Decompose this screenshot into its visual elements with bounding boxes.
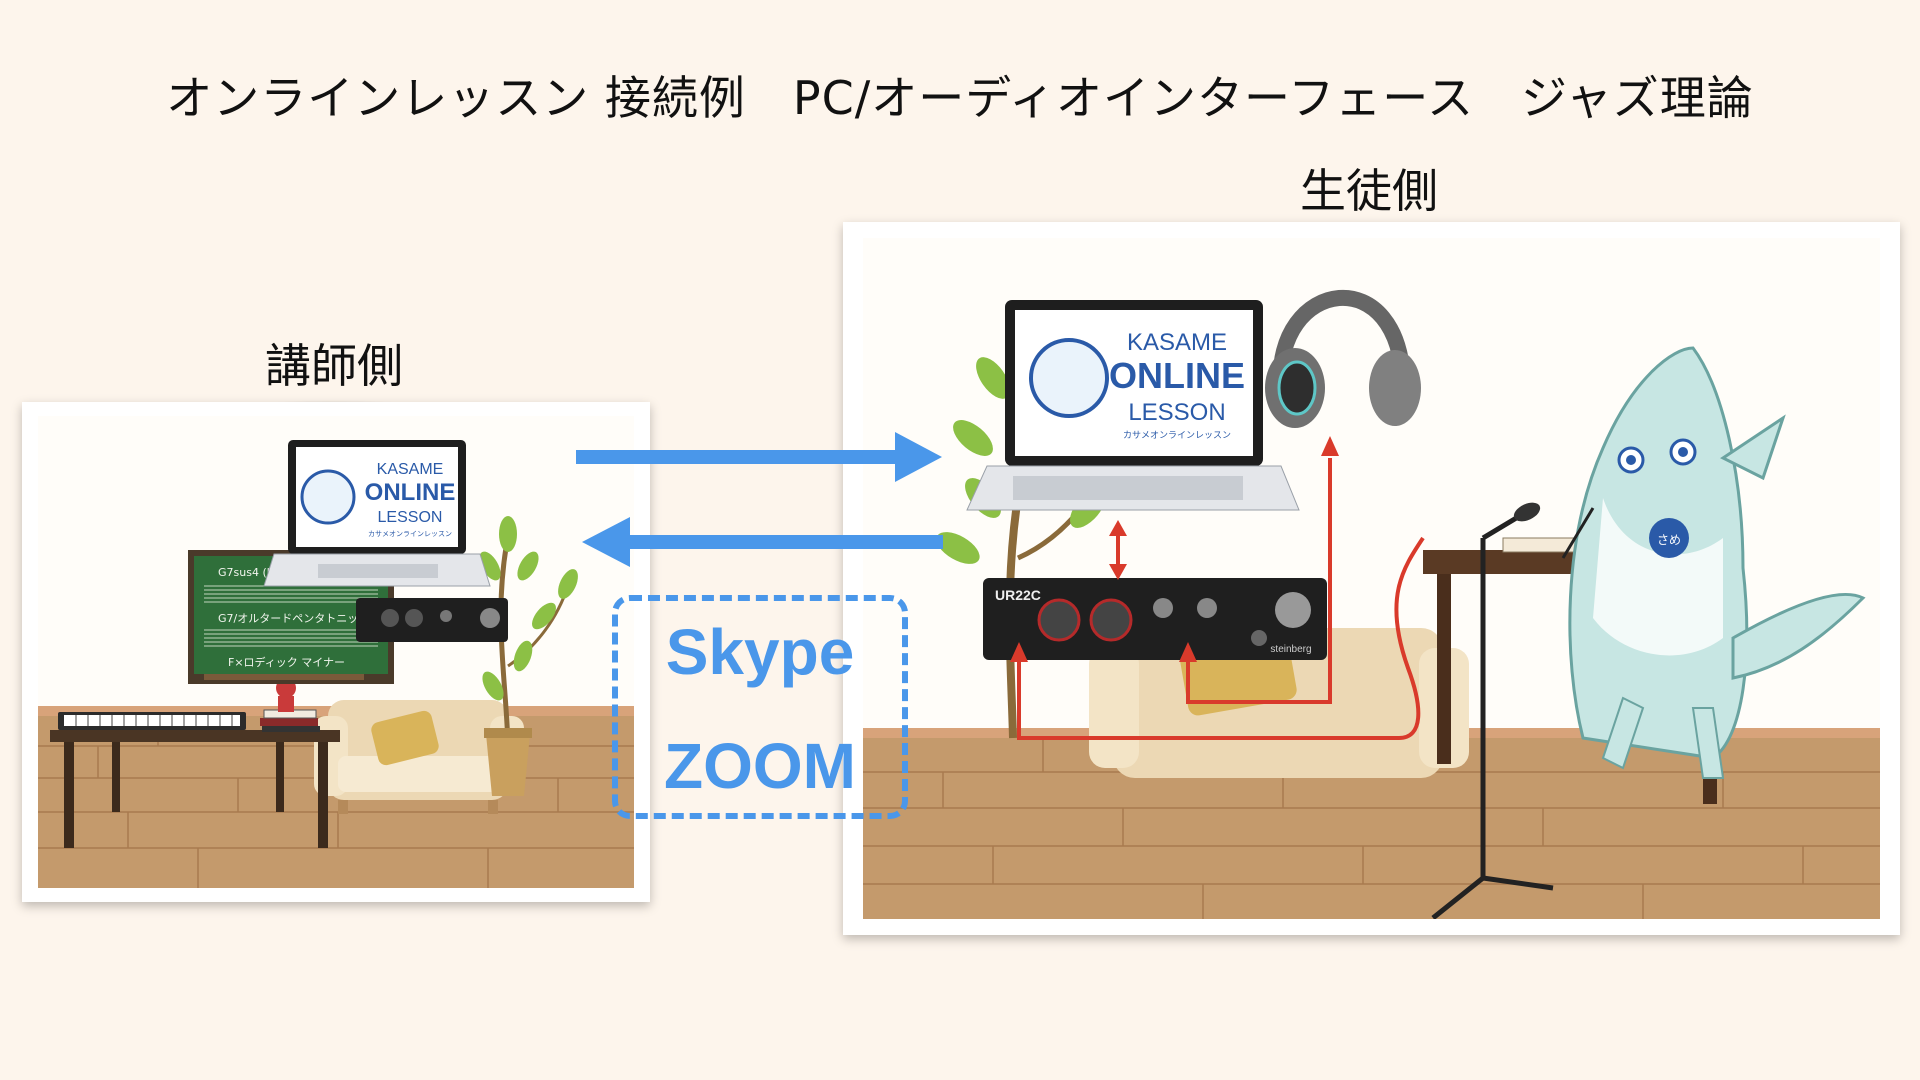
arrow-to-teacher: [582, 517, 943, 567]
teacher-laptop: KASAME ONLINE LESSON カサメオンラインレッスン: [263, 440, 491, 587]
interface-maker: steinberg: [1270, 644, 1311, 655]
teacher-table: [50, 730, 340, 848]
student-logo-line2: ONLINE: [1109, 355, 1245, 396]
service-box: Skype ZOOM: [612, 595, 908, 819]
teacher-logo-line1: KASAME: [377, 461, 444, 478]
zoom-label: ZOOM: [664, 730, 856, 802]
page-title: オンラインレッスン 接続例 PC/オーディオインターフェース ジャズ理論: [166, 71, 1754, 125]
student-scene: KASAME ONLINE LESSON カサメオンラインレッスン UR22C: [863, 238, 1880, 919]
audio-cables: [1017, 458, 1425, 740]
interface-brand: UR22C: [995, 587, 1041, 603]
cable-arrowheads: [1010, 436, 1339, 662]
teacher-logo-sub: カサメオンラインレッスン: [368, 530, 452, 538]
headphones-icon: [1265, 290, 1421, 428]
skype-label: Skype: [665, 616, 855, 688]
teacher-floor: [38, 716, 634, 888]
teacher-logo-line2: ONLINE: [365, 479, 456, 506]
microphone-stand: [1431, 502, 1554, 919]
student-laptop: KASAME ONLINE LESSON カサメオンラインレッスン: [966, 300, 1300, 511]
student-logo-line1: KASAME: [1127, 329, 1227, 356]
teacher-audio-interface: [356, 598, 508, 642]
teacher-scene: G7sus4 (b9) G7/オルタードペンタトニック F×ロディック マイナー…: [38, 416, 634, 888]
mascot-badge: さめ: [1657, 533, 1681, 547]
board-line-2: G7/オルタードペンタトニック: [218, 612, 369, 625]
student-scene-frame: KASAME ONLINE LESSON カサメオンラインレッスン UR22C: [843, 222, 1900, 935]
arrow-to-student: [576, 432, 942, 482]
teacher-scene-frame: G7sus4 (b9) G7/オルタードペンタトニック F×ロディック マイナー…: [22, 402, 650, 902]
student-logo-sub: カサメオンラインレッスン: [1123, 430, 1231, 441]
keyboard-instrument: [58, 712, 246, 730]
board-line-3: F×ロディック マイナー: [228, 655, 345, 669]
student-audio-interface: UR22C steinberg: [983, 578, 1327, 660]
student-logo-line3: LESSON: [1128, 399, 1225, 426]
teacher-logo-line3: LESSON: [378, 509, 443, 526]
shark-mascot: さめ: [1561, 346, 1866, 779]
